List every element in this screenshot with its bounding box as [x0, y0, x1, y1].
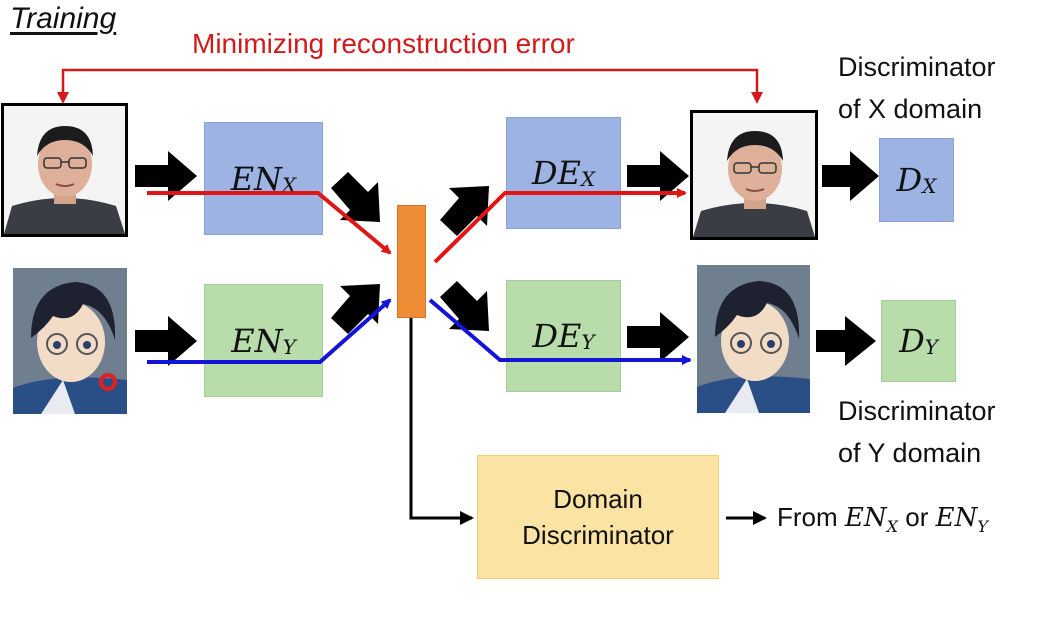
reconstruction-label: Minimizing reconstruction error	[192, 28, 575, 59]
anime-face-image	[13, 268, 127, 414]
latent-code-block	[397, 205, 426, 318]
input-anime-y	[13, 268, 127, 414]
from-a-sub: X	[886, 517, 899, 537]
black-arrow-output-dx	[822, 151, 879, 201]
real-face-image	[4, 106, 125, 234]
discriminator-x-label: Discriminator of X domain	[838, 46, 996, 130]
discriminator-y-label: Discriminator of Y domain	[838, 390, 996, 474]
y-domain-path-in	[147, 298, 392, 364]
from-or: or	[905, 502, 929, 532]
black-arrow-dex-output	[627, 151, 689, 201]
y-domain-path-out	[428, 298, 692, 365]
from-prefix: From	[777, 502, 838, 532]
domain-discriminator-output-label: From ENX or ENY	[777, 502, 988, 537]
discriminator-y-sub: Y	[924, 335, 938, 359]
decoder-y-sub: Y	[581, 330, 595, 354]
discriminator-x-label-line1: Discriminator	[838, 52, 996, 82]
discriminator-x-label-line2: of X domain	[838, 94, 983, 124]
reconstruction-arrow	[61, 68, 759, 100]
discriminator-y-label-line1: Discriminator	[838, 396, 996, 426]
reconstruction-arrowhead-right	[751, 92, 763, 104]
domain-discriminator-line2: Discriminator	[522, 520, 674, 550]
x-domain-path-out	[433, 188, 687, 264]
decoder-y-main: DE	[532, 317, 582, 355]
output-anime-y	[697, 265, 810, 413]
black-arrow-eny-latent	[331, 284, 380, 334]
encoder-y-sub: Y	[282, 334, 296, 359]
black-arrow-latent-dey	[440, 281, 489, 331]
input-photo-x	[1, 103, 128, 237]
encoder-x-sub: X	[282, 172, 297, 197]
black-arrow-latent-dex	[440, 186, 489, 236]
encoder-y-main: EN	[231, 321, 283, 360]
discriminator-x-main: D	[896, 161, 923, 199]
black-arrow-enx-latent	[331, 172, 380, 222]
reconstructed-anime-image	[697, 265, 810, 413]
x-domain-path-in	[147, 191, 392, 255]
discriminator-y-main: D	[899, 322, 925, 360]
from-b-sub: Y	[977, 517, 988, 537]
slide-title: Training	[10, 2, 117, 35]
reconstructed-face-image	[693, 113, 815, 237]
output-photo-x	[690, 110, 818, 240]
domain-discriminator-block: Domain Discriminator	[477, 455, 719, 579]
decoder-x-main: DE	[531, 154, 581, 192]
discriminator-x-sub: X	[922, 174, 937, 198]
black-arrow-dey-output	[627, 312, 689, 362]
from-b-main: EN	[935, 503, 978, 533]
latent-to-domain-discriminator-arrow	[409, 318, 474, 525]
from-a-main: EN	[844, 503, 887, 533]
black-arrow-input-y	[135, 316, 197, 366]
black-arrow-input-x	[135, 151, 197, 201]
discriminator-y-label-line2: of Y domain	[838, 438, 982, 468]
reconstruction-arrowhead-left	[57, 92, 69, 104]
decoder-x-sub: X	[580, 167, 596, 191]
domain-discriminator-line1: Domain	[553, 484, 643, 514]
black-arrow-output-dy	[816, 316, 876, 366]
